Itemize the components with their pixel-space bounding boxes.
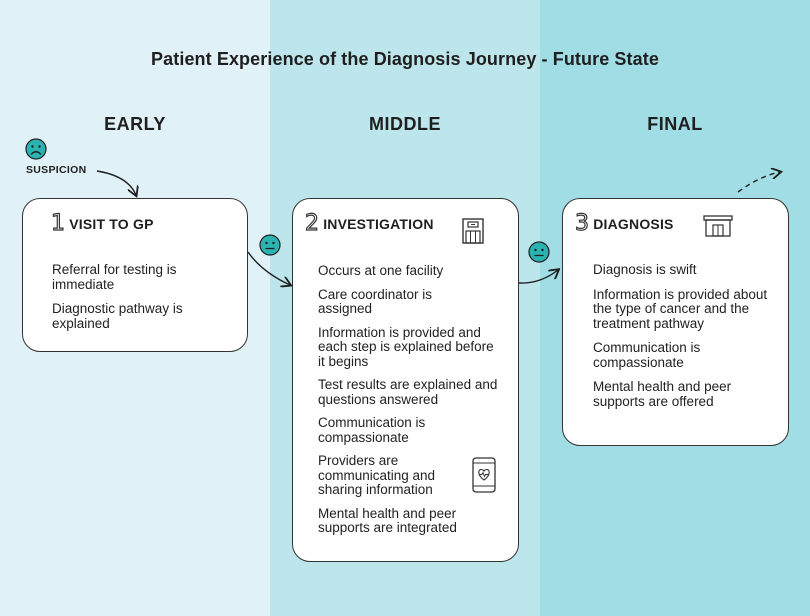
diagnosis-title: DIAGNOSIS xyxy=(593,216,674,232)
investigation-to-diagnosis-arrow xyxy=(518,270,558,284)
sad-face-icon xyxy=(25,138,47,160)
continuation-arrow xyxy=(737,172,780,193)
diagnosis-heading: 3 DIAGNOSIS xyxy=(574,211,674,236)
clinic-building-icon xyxy=(703,215,733,237)
list-item: Care coordinator is assigned xyxy=(318,286,433,316)
list-item: Information is provided about the type o… xyxy=(593,286,768,331)
phone-heart-icon xyxy=(472,457,496,493)
neutral-face-icon xyxy=(528,241,550,263)
gp-to-investigation-arrow xyxy=(247,251,290,285)
list-item: Test results are explained and questions… xyxy=(318,377,498,407)
visit-gp-items: Referral for testing is immediate Diagno… xyxy=(52,262,233,341)
list-item: Mental health and peer supports are inte… xyxy=(318,505,457,535)
stage-early-heading: EARLY xyxy=(104,114,166,134)
investigation-title: INVESTIGATION xyxy=(323,216,434,232)
list-item: Communication is compassionate xyxy=(318,415,426,445)
diagnosis-card: 3 DIAGNOSIS Diagnosis is swift Informati… xyxy=(562,198,789,446)
list-item: Occurs at one facility xyxy=(318,263,444,278)
investigation-heading: 2 INVESTIGATION xyxy=(304,211,434,236)
visit-gp-title: VISIT TO GP xyxy=(69,216,154,232)
visit-gp-card: 1 VISIT TO GP Referral for testing is im… xyxy=(22,198,248,352)
step-number: 2 xyxy=(304,211,320,236)
step-number: 1 xyxy=(50,211,66,236)
list-item: Information is provided and each step is… xyxy=(318,324,494,369)
list-item: Diagnostic pathway is explained xyxy=(52,301,183,331)
list-item: Referral for testing is immediate xyxy=(52,262,177,292)
investigation-card: 2 INVESTIGATION Occurs at one facility C… xyxy=(292,198,519,562)
list-item: Communication is compassionate xyxy=(593,340,701,370)
visit-gp-heading: 1 VISIT TO GP xyxy=(50,211,154,236)
suspicion-label: SUSPICION xyxy=(26,164,87,176)
investigation-items: Occurs at one facility Care coordinator … xyxy=(318,263,504,545)
list-item: Mental health and peer supports are offe… xyxy=(593,379,732,409)
diagnosis-items: Diagnosis is swift Information is provid… xyxy=(593,262,774,419)
list-item: Providers are communicating and sharing … xyxy=(318,453,436,497)
step-number: 3 xyxy=(574,211,590,236)
suspicion-arrow xyxy=(96,170,136,195)
diagram-title: Patient Experience of the Diagnosis Jour… xyxy=(151,49,659,69)
stage-final-heading: FINAL xyxy=(647,114,703,134)
list-item: Diagnosis is swift xyxy=(593,262,697,277)
stage-middle-heading: MIDDLE xyxy=(369,114,441,134)
neutral-face-icon xyxy=(259,234,281,256)
hospital-building-icon xyxy=(462,218,484,244)
